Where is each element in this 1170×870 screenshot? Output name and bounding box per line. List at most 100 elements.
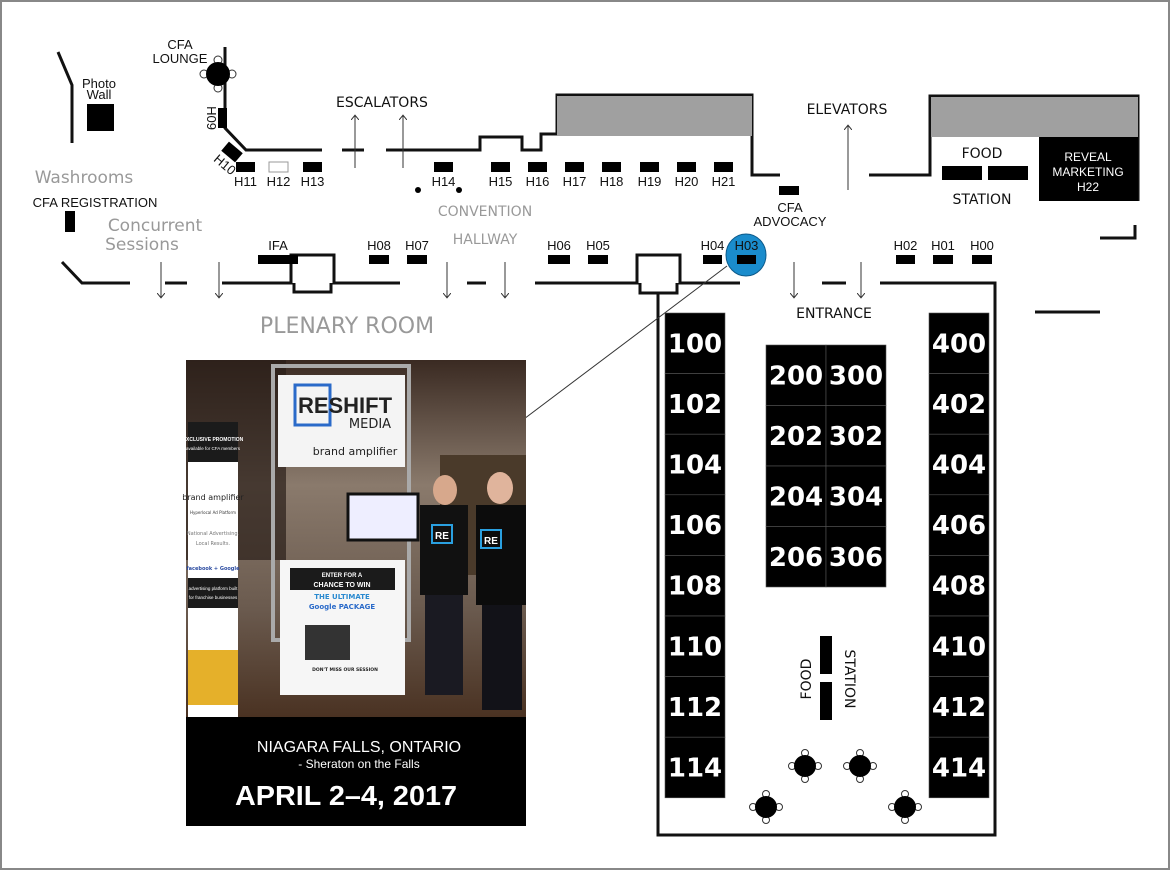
booth-block <box>664 312 726 374</box>
booth-number: 108 <box>668 572 722 602</box>
photo-wall-label: Wall <box>87 87 112 102</box>
booth-h06[interactable]: H06 <box>547 238 571 264</box>
booth-h11[interactable]: H11 <box>234 162 257 189</box>
booth-304[interactable]: 304 <box>825 465 887 527</box>
booth-410[interactable]: 410 <box>928 615 990 677</box>
booth-block <box>1039 137 1138 201</box>
booth-h21[interactable]: H21 <box>712 162 736 189</box>
booth-h01[interactable]: H01 <box>931 238 955 264</box>
booth-412[interactable]: 412 <box>928 676 990 738</box>
round-table-icon <box>749 790 783 824</box>
booth-h00[interactable]: H00 <box>970 238 994 264</box>
booth-200[interactable]: 200 <box>765 344 827 406</box>
booth-number: 110 <box>668 632 722 662</box>
booth-label: H05 <box>586 238 610 253</box>
booth-300[interactable]: 300 <box>825 344 887 406</box>
booth-h05[interactable]: H05 <box>586 238 610 264</box>
booth-104[interactable]: 104 <box>664 433 726 496</box>
booth-h19[interactable]: H19 <box>638 162 662 189</box>
booth-block <box>765 344 827 406</box>
booth-h16[interactable]: H16 <box>526 162 550 189</box>
booth-404[interactable]: 404 <box>928 433 990 496</box>
booth-202[interactable]: 202 <box>765 405 827 467</box>
cfa-advocacy-booth[interactable]: CFA ADVOCACY <box>754 186 827 229</box>
counter-text: DON'T MISS OUR SESSION <box>312 667 378 673</box>
booth-h09[interactable]: H09 <box>204 106 227 130</box>
booth-h07[interactable]: H07 <box>405 238 429 264</box>
booth-302[interactable]: 302 <box>825 405 887 467</box>
booth-label: ADVOCACY <box>754 214 827 229</box>
booth-label: H08 <box>367 238 391 253</box>
booth-number: 412 <box>932 693 986 723</box>
booth-block <box>928 494 990 556</box>
booth-h08[interactable]: H08 <box>367 238 391 264</box>
booth-number: 414 <box>932 754 986 784</box>
hallway-booths-top: H11 H12 H13 H14 H15 H16 H17 H18 H19 H20 H21 <box>234 161 736 189</box>
booth-h13[interactable]: H13 <box>301 162 325 189</box>
booth-label: H22 <box>1077 180 1099 194</box>
booth-204[interactable]: 204 <box>765 465 827 527</box>
cfa-lounge[interactable]: CFA LOUNGE <box>153 37 237 93</box>
booth-block <box>928 736 990 799</box>
booth-406[interactable]: 406 <box>928 494 990 556</box>
booth-h18[interactable]: H18 <box>600 162 624 189</box>
cfa-registration-desk[interactable] <box>65 211 75 232</box>
booth-reveal-marketing-h22[interactable]: REVEAL MARKETING H22 <box>1039 137 1138 201</box>
booth-ifa[interactable]: IFA <box>258 238 298 264</box>
convention-hallway-label: HALLWAY <box>453 232 518 248</box>
caption-venue: - Sheraton on the Falls <box>298 757 419 771</box>
booth-label: H21 <box>712 174 736 189</box>
booth-414[interactable]: 414 <box>928 736 990 799</box>
food-station-top[interactable]: FOOD STATION <box>942 146 1028 208</box>
booth-402[interactable]: 402 <box>928 373 990 435</box>
booth-400[interactable]: 400 <box>928 312 990 374</box>
booth-206[interactable]: 206 <box>765 526 827 588</box>
shirt-logo: RE <box>484 536 498 547</box>
food-station-hall[interactable]: FOOD STATION <box>799 636 857 720</box>
booth-110[interactable]: 110 <box>664 615 726 677</box>
booth-h04[interactable]: H04 <box>701 238 725 264</box>
booth-h15[interactable]: H15 <box>489 162 513 189</box>
booth-label: H07 <box>405 238 429 253</box>
booth-number: 404 <box>932 451 986 481</box>
booth-h02[interactable]: H02 <box>894 238 918 264</box>
event-caption: NIAGARA FALLS, ONTARIO - Sheraton on the… <box>186 717 526 826</box>
booth-label: H00 <box>970 238 994 253</box>
booth-block <box>896 255 915 264</box>
booth-label: H19 <box>638 174 662 189</box>
booth-block <box>825 405 887 467</box>
booth-106[interactable]: 106 <box>664 494 726 556</box>
booth-108[interactable]: 108 <box>664 555 726 617</box>
photo-wall[interactable]: Photo Wall <box>82 76 116 131</box>
booth-label: H09 <box>204 106 219 130</box>
booth-label: H12 <box>267 174 291 189</box>
booth-block <box>972 255 992 264</box>
booth-h14[interactable]: H14 <box>432 162 456 189</box>
booth-number: 206 <box>769 543 823 573</box>
booth-label: H14 <box>432 174 456 189</box>
booth-408[interactable]: 408 <box>928 555 990 617</box>
booth-102[interactable]: 102 <box>664 373 726 435</box>
banner-text: facebook + Google <box>186 566 240 572</box>
booth-100[interactable]: 100 <box>664 312 726 374</box>
caption-dates: APRIL 2–4, 2017 <box>235 780 457 811</box>
photo-wall-block <box>87 104 114 131</box>
booth-306[interactable]: 306 <box>825 526 887 588</box>
sign-text: RESHIFT <box>298 393 393 418</box>
booth-h10[interactable]: H10 <box>211 141 243 178</box>
counter-text: ENTER FOR A <box>322 573 363 579</box>
booth-h20[interactable]: H20 <box>675 162 699 189</box>
booth-h03[interactable]: H03 <box>725 233 767 277</box>
booth-number: 408 <box>932 572 986 602</box>
booth-number: 114 <box>668 754 722 784</box>
cfa-lounge-label: CFA <box>167 37 193 52</box>
elevator-area-block <box>931 97 1138 137</box>
booth-114[interactable]: 114 <box>664 736 726 799</box>
booth-112[interactable]: 112 <box>664 676 726 738</box>
booth-h17[interactable]: H17 <box>563 162 587 189</box>
cfa-lounge-label: LOUNGE <box>153 51 208 66</box>
booth-h12[interactable]: H12 <box>267 161 291 189</box>
